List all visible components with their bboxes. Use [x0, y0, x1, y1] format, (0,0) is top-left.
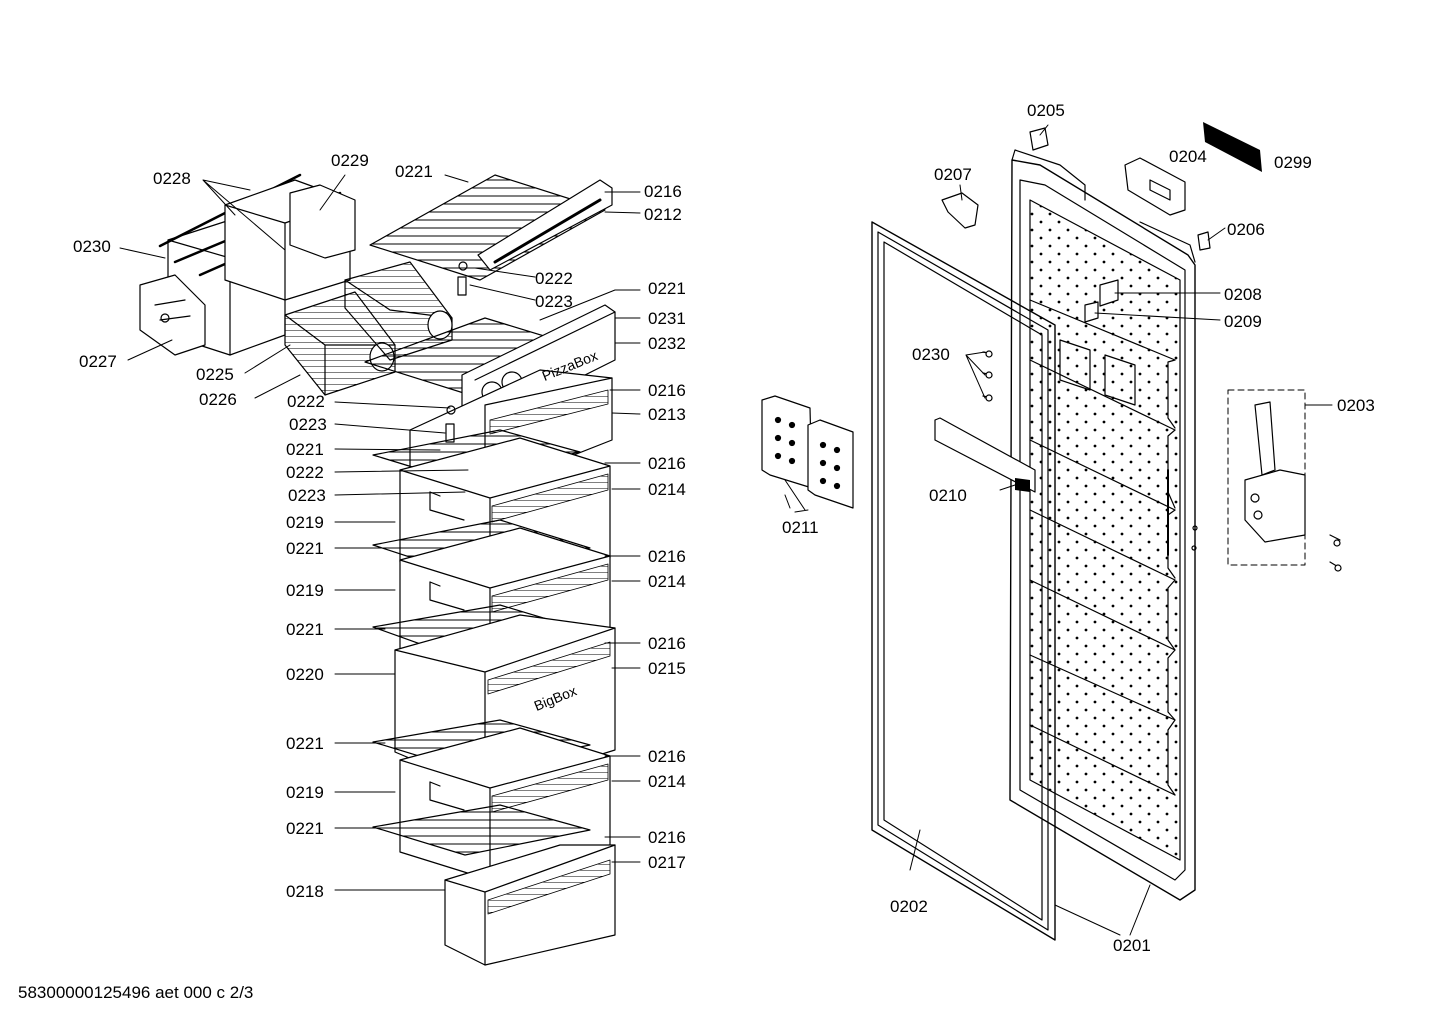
callout-0219-a: 0219 [286, 513, 324, 532]
callout-0217: 0217 [648, 853, 686, 872]
callout-0223-c: 0223 [288, 486, 326, 505]
callout-0222-c: 0222 [286, 463, 324, 482]
callout-0219-b: 0219 [286, 581, 324, 600]
callout-0232: 0232 [648, 334, 686, 353]
callout-0228: 0228 [153, 169, 191, 188]
callout-0227: 0227 [79, 352, 117, 371]
callout-0231: 0231 [648, 309, 686, 328]
callout-0221-g: 0221 [286, 819, 324, 838]
callout-0230-right: 0230 [912, 345, 950, 364]
callout-0225: 0225 [196, 365, 234, 384]
callout-0214-c: 0214 [648, 772, 686, 791]
callout-0229: 0229 [331, 151, 369, 170]
callout-0205: 0205 [1027, 101, 1065, 120]
cold-packs [761, 395, 854, 509]
callout-0214-b: 0214 [648, 572, 686, 591]
callout-0216-e: 0216 [648, 634, 686, 653]
callout-0215: 0215 [648, 659, 686, 678]
callout-0218: 0218 [286, 882, 324, 901]
drawing-id-footer: 58300000125496 aet 000 c 2/3 [18, 983, 254, 1002]
callout-0207: 0207 [934, 165, 972, 184]
hinge-assembly [1227, 389, 1342, 572]
callout-0204: 0204 [1169, 147, 1207, 166]
callout-0221-b: 0221 [648, 279, 686, 298]
callout-0220: 0220 [286, 665, 324, 684]
callout-0202: 0202 [890, 897, 928, 916]
callout-0214-a: 0214 [648, 480, 686, 499]
door-gasket [871, 221, 1056, 941]
callout-0216-c: 0216 [648, 454, 686, 473]
callout-0222-a: 0222 [535, 269, 573, 288]
callout-0210: 0210 [929, 486, 967, 505]
callout-0212: 0212 [644, 205, 682, 224]
callout-0230-left: 0230 [73, 237, 111, 256]
callout-0221-c: 0221 [286, 440, 324, 459]
callout-0223-a: 0223 [535, 292, 573, 311]
callout-0201: 0201 [1113, 936, 1151, 955]
callout-0216-f: 0216 [648, 747, 686, 766]
callout-0216-g: 0216 [648, 828, 686, 847]
ice-maker-assembly [139, 173, 453, 396]
door-handle [934, 417, 1036, 493]
callout-0216-a: 0216 [644, 182, 682, 201]
callout-0299: 0299 [1274, 153, 1312, 172]
callout-0203: 0203 [1337, 396, 1375, 415]
callout-0216-b: 0216 [648, 381, 686, 400]
freezer-shelf-stack [364, 174, 616, 966]
callout-0226: 0226 [199, 390, 237, 409]
callout-0216-d: 0216 [648, 547, 686, 566]
callout-0211: 0211 [782, 518, 819, 537]
callout-0221-top: 0221 [395, 162, 433, 181]
callout-0206: 0206 [1227, 220, 1265, 239]
callout-0208: 0208 [1224, 285, 1262, 304]
callout-0219-c: 0219 [286, 783, 324, 802]
callout-0221-d: 0221 [286, 539, 324, 558]
left-leader-lines [119, 174, 641, 891]
callout-0213: 0213 [648, 405, 686, 424]
freezer-door-assembly [1009, 122, 1262, 901]
screws [982, 350, 993, 402]
callout-0221-e: 0221 [286, 620, 324, 639]
callout-0209: 0209 [1224, 312, 1262, 331]
callout-0221-f: 0221 [286, 734, 324, 753]
callout-0222-b: 0222 [287, 392, 325, 411]
right-leader-lines [784, 124, 1333, 936]
callout-0223-b: 0223 [289, 415, 327, 434]
